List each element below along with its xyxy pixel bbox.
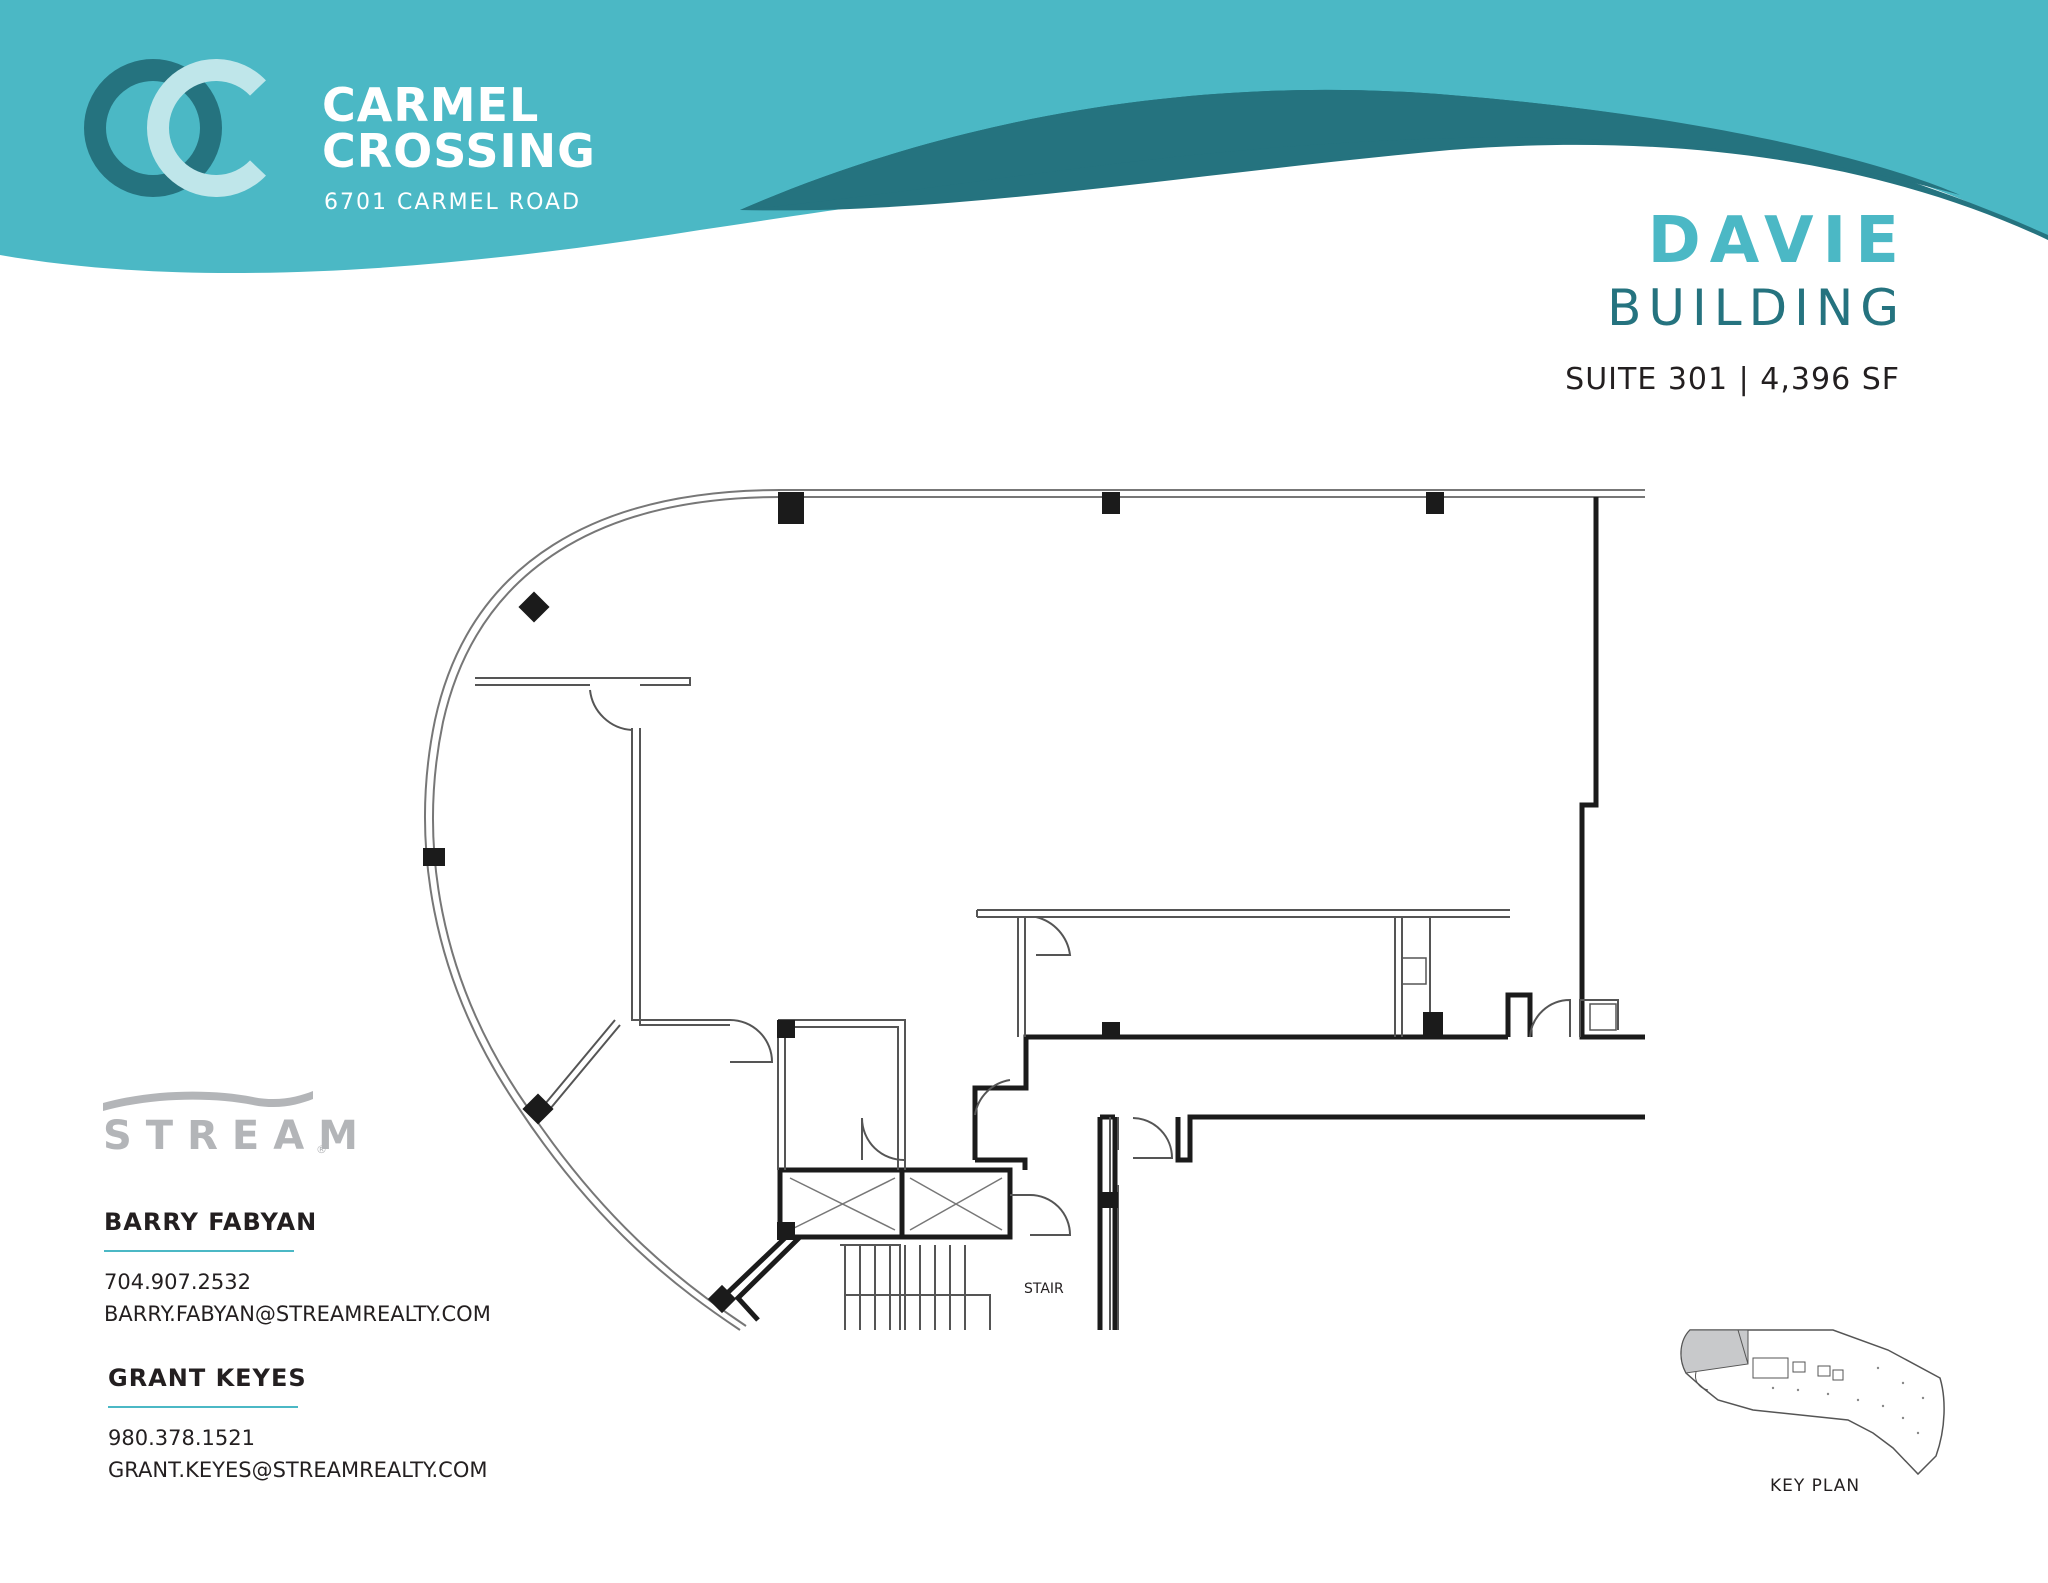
brand-name-line2: CROSSING	[322, 124, 596, 178]
stream-logo-text: STREAM	[103, 1113, 372, 1159]
contact-name: BARRY FABYAN	[104, 1208, 318, 1236]
contact-divider	[104, 1250, 294, 1252]
key-plan-label: KEY PLAN	[1770, 1476, 1861, 1496]
suite-info: SUITE 301 | 4,396 SF	[1565, 362, 1900, 397]
brand-name-line1: CARMEL	[322, 78, 540, 132]
contact-name: GRANT KEYES	[108, 1364, 307, 1392]
stream-logo-wave-icon	[103, 1091, 313, 1111]
contact-email[interactable]: BARRY.FABYAN@STREAMREALTY.COM	[104, 1302, 491, 1326]
brand-name: CARMEL CROSSING	[322, 82, 596, 174]
registered-mark-icon: ®	[316, 1143, 327, 1156]
carmel-crossing-logo-icon	[84, 59, 266, 197]
contact-card-2: GRANT KEYES 980.378.1521 GRANT.KEYES@STR…	[108, 1364, 488, 1486]
contact-phone[interactable]: 980.378.1521	[108, 1426, 255, 1450]
contact-divider	[108, 1406, 298, 1408]
contact-card-1: BARRY FABYAN 704.907.2532 BARRY.FABYAN@S…	[104, 1208, 491, 1330]
building-name: DAVIE	[1647, 204, 1908, 278]
brand-address: 6701 CARMEL ROAD	[324, 190, 582, 215]
key-plan-map	[1680, 1329, 1945, 1476]
stair-label: STAIR	[1024, 1281, 1064, 1297]
contact-phone[interactable]: 704.907.2532	[104, 1270, 251, 1294]
building-type: BUILDING	[1607, 279, 1906, 337]
contact-email[interactable]: GRANT.KEYES@STREAMREALTY.COM	[108, 1458, 488, 1482]
header-wave	[0, 0, 2048, 274]
